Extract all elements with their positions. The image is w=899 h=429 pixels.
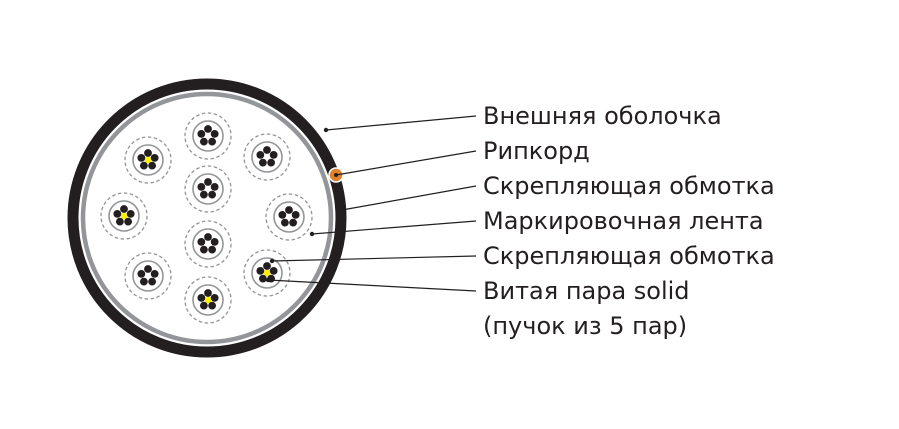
label-outer-sheath: Внешняя оболочка: [483, 102, 722, 130]
conductor: [144, 149, 152, 157]
conductor: [210, 182, 219, 191]
conductor: [280, 218, 289, 227]
callout-lines: [267, 115, 477, 292]
bundle-wrap-dashed: [243, 133, 291, 181]
conductor: [115, 217, 124, 226]
pair-bundle: [265, 193, 313, 241]
bundle-wrap-dashed: [184, 276, 232, 324]
conductor: [148, 161, 157, 170]
conductor: [210, 237, 219, 246]
conductor: [197, 237, 206, 246]
conductor: [137, 153, 146, 162]
pair-bundle: [243, 133, 291, 181]
filler-core: [263, 269, 271, 277]
binder-wrap-ring: [80, 91, 334, 345]
conductor: [210, 129, 219, 138]
conductor: [291, 210, 300, 219]
conductor: [139, 277, 148, 286]
conductor: [258, 158, 267, 167]
pair-bundle: [184, 276, 232, 324]
label-twisted-pair-line2: (пучок из 5 пар): [483, 312, 687, 340]
pair-bundle: [184, 220, 232, 268]
conductor: [137, 269, 146, 278]
conductor: [204, 233, 212, 241]
leader-twisted-pair: [267, 279, 477, 292]
pair-bundles: [100, 112, 313, 324]
leader-marking-tape: [311, 220, 477, 235]
conductor: [204, 178, 212, 186]
conductor: [204, 125, 212, 133]
conductor: [126, 209, 135, 218]
conductor: [199, 245, 208, 254]
label-binder-wrap-inner: Скрепляющая обмотка: [483, 242, 775, 270]
conductor: [267, 158, 276, 167]
bundle-wrap-dashed: [184, 165, 232, 213]
conductor: [197, 293, 206, 302]
conductor: [144, 265, 152, 273]
conductor: [197, 182, 206, 191]
conductor: [263, 262, 271, 270]
leader-binder-wrap-outer: [341, 185, 477, 211]
conductor: [199, 190, 208, 199]
conductor: [148, 277, 157, 286]
conductor: [199, 137, 208, 146]
leader-binder-wrap-inner: [271, 255, 477, 262]
conductor: [208, 190, 217, 199]
conductor: [263, 146, 271, 154]
conductor: [256, 266, 265, 275]
filler-core: [204, 296, 212, 304]
conductor: [208, 301, 217, 310]
conductor: [269, 266, 278, 275]
filler-core: [144, 156, 152, 164]
conductor: [197, 129, 206, 138]
bundle-wrap-dashed: [243, 249, 291, 297]
conductor: [199, 301, 208, 310]
conductor: [208, 137, 217, 146]
conductor: [113, 209, 122, 218]
conductor: [289, 218, 298, 227]
bundle-wrap-dashed: [124, 252, 172, 300]
bundle-wrap-dashed: [265, 193, 313, 241]
conductor: [150, 269, 159, 278]
pair-bundle: [124, 136, 172, 184]
conductor: [208, 245, 217, 254]
pair-bundle: [184, 165, 232, 213]
leader-ripcord: [335, 150, 477, 176]
callout-endpoints: [265, 127, 345, 283]
pair-bundle: [124, 252, 172, 300]
label-marking-tape: Маркировочная лента: [483, 207, 764, 235]
pair-bundle: [184, 112, 232, 160]
conductor: [256, 150, 265, 159]
conductor: [204, 289, 212, 297]
conductor: [210, 293, 219, 302]
bundle-wrap-dashed: [100, 192, 148, 240]
conductor: [278, 210, 287, 219]
conductor: [258, 274, 267, 283]
conductor: [124, 217, 133, 226]
filler-core: [120, 212, 128, 220]
conductor: [120, 205, 128, 213]
bundle-wrap-dashed: [184, 220, 232, 268]
conductor: [269, 150, 278, 159]
conductor: [139, 161, 148, 170]
conductor: [285, 206, 293, 214]
conductor: [150, 153, 159, 162]
leader-outer-sheath: [325, 115, 477, 131]
label-twisted-pair-line1: Витая пара solid: [483, 277, 690, 305]
label-ripcord: Рипкорд: [483, 137, 590, 165]
pair-bundle: [100, 192, 148, 240]
label-binder-wrap-outer: Скрепляющая обмотка: [483, 172, 775, 200]
bundle-wrap-dashed: [124, 136, 172, 184]
bundle-wrap-dashed: [184, 112, 232, 160]
